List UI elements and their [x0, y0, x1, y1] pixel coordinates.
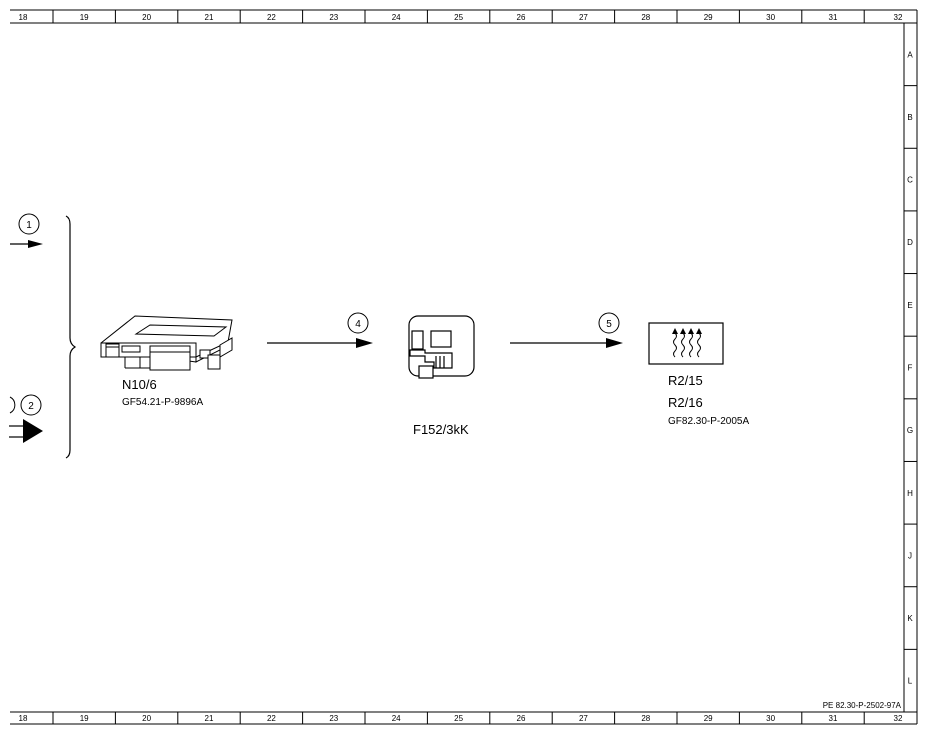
column-label: 24	[392, 13, 401, 22]
column-label: 19	[80, 13, 89, 22]
row-label: H	[907, 489, 913, 498]
column-label: 20	[142, 13, 151, 22]
column-label: 24	[392, 714, 401, 723]
row-label: B	[907, 113, 912, 122]
column-label: 23	[329, 714, 338, 723]
heater-element-icon	[648, 322, 724, 365]
column-label: 20	[142, 714, 151, 723]
callout-5: 5	[598, 312, 620, 334]
row-label: A	[907, 50, 913, 59]
relay-icon	[408, 315, 475, 379]
control-unit-code: N10/6	[122, 377, 157, 392]
column-label: 25	[454, 13, 463, 22]
row-grid-ticks	[904, 85, 917, 650]
column-label: 32	[894, 714, 903, 723]
column-label: 27	[579, 13, 588, 22]
column-label: 30	[766, 13, 775, 22]
column-labels-top: 18 19 20 21 22 23 24 25 26 27 28 29 30 31 32	[19, 13, 903, 22]
column-grid-ticks	[52, 10, 865, 724]
callout-5-number: 5	[606, 319, 612, 330]
grouping-brace	[65, 215, 77, 459]
column-label: 27	[579, 714, 588, 723]
column-label: 22	[267, 714, 276, 723]
callout-2: 2	[9, 394, 42, 416]
control-unit-reference: GF54.21-P-9896A	[122, 397, 203, 408]
row-label: C	[907, 176, 913, 185]
callout-1-number: 1	[26, 220, 32, 231]
column-label: 28	[641, 13, 650, 22]
heater-code-1: R2/15	[668, 373, 703, 388]
row-label: D	[907, 238, 913, 247]
column-label: 18	[19, 13, 28, 22]
input-arrow-2	[9, 419, 43, 443]
row-label: J	[908, 551, 912, 560]
column-label: 29	[704, 13, 713, 22]
drawing-frame	[10, 9, 918, 725]
column-label: 30	[766, 714, 775, 723]
callout-4-number: 4	[355, 319, 361, 330]
callout-4: 4	[347, 312, 369, 334]
row-labels: A B C D E F G H J K L	[907, 50, 913, 685]
row-label: F	[908, 364, 913, 373]
row-label: K	[907, 614, 913, 623]
row-label: G	[907, 426, 913, 435]
signal-arrow-5	[510, 338, 623, 348]
signal-arrow-4	[267, 338, 373, 348]
column-label: 32	[894, 13, 903, 22]
relay-code: F152/3kK	[413, 422, 469, 437]
column-label: 21	[205, 13, 214, 22]
column-label: 25	[454, 714, 463, 723]
column-label: 28	[641, 714, 650, 723]
column-label: 26	[517, 13, 526, 22]
column-label: 23	[329, 13, 338, 22]
column-label: 18	[19, 714, 28, 723]
column-label: 26	[517, 714, 526, 723]
column-label: 21	[205, 714, 214, 723]
row-label: E	[907, 301, 912, 310]
column-label: 22	[267, 13, 276, 22]
callout-2-number: 2	[28, 401, 34, 412]
column-label: 19	[80, 714, 89, 723]
column-label: 29	[704, 714, 713, 723]
heater-code-2: R2/16	[668, 395, 703, 410]
document-reference: PE 82.30-P-2502-97A	[823, 701, 902, 710]
column-label: 31	[829, 714, 838, 723]
column-labels-bottom: 18 19 20 21 22 23 24 25 26 27 28 29 30 31 32	[19, 714, 903, 723]
heater-reference: GF82.30-P-2005A	[668, 416, 749, 427]
callout-1: 1	[18, 213, 40, 235]
row-label: L	[908, 677, 913, 686]
control-unit-icon	[100, 315, 233, 371]
column-label: 31	[829, 13, 838, 22]
input-arrow-1	[10, 240, 43, 248]
